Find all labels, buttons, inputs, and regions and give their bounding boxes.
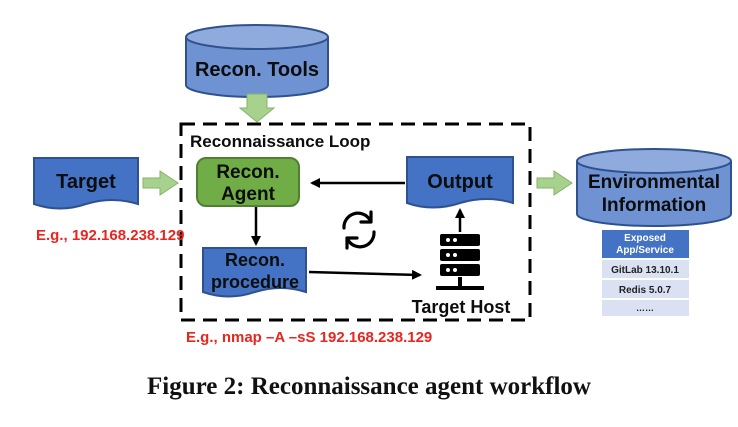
target-label: Target — [56, 171, 116, 193]
loop-title: Reconnaissance Loop — [190, 132, 370, 151]
server-icon — [436, 234, 484, 290]
procedure-to-host-arrow — [308, 269, 422, 280]
recon-procedure-node: Recon. procedure — [202, 247, 307, 298]
table-cell: Redis 5.0.7 — [619, 285, 672, 296]
recon-tools-database: Recon. Tools — [185, 24, 329, 98]
exposed-services-table: Exposed App/Service GitLab 13.10.1 Redis… — [602, 230, 689, 316]
environmental-label-line2: Information — [602, 195, 707, 216]
output-to-environment-arrow — [536, 170, 573, 196]
workflow-diagram: Recon. Tools Reconnaissance Loop Target … — [33, 24, 732, 346]
table-header-line1: Exposed — [624, 233, 666, 244]
figure-caption: Figure 2: Reconnaissance agent workflow — [147, 373, 591, 400]
reconnaissance-loop-boundary — [179, 122, 532, 322]
target-node: Target — [33, 157, 139, 210]
environmental-information-database: Environmental Information — [576, 148, 732, 227]
table-row — [602, 280, 689, 298]
recon-tools-label: Recon. Tools — [195, 59, 319, 81]
target-to-loop-arrow — [142, 170, 179, 196]
recon-agent-node: Recon. Agent — [196, 157, 300, 207]
recon-procedure-label-line1: Recon. — [225, 250, 285, 270]
target-example: E.g., 192.168.238.129 — [36, 227, 184, 244]
output-node: Output — [406, 156, 514, 209]
table-cell: GitLab 13.10.1 — [611, 265, 679, 276]
tools-to-loop-arrow — [238, 93, 276, 123]
table-header-line2: App/Service — [616, 245, 674, 256]
table-row — [602, 260, 689, 278]
target-host-label: Target Host — [412, 297, 511, 317]
refresh-cycle-icon — [342, 210, 376, 250]
recon-agent-label-line1: Recon. — [216, 162, 279, 183]
recon-agent-label-line2: Agent — [221, 184, 276, 205]
table-row — [602, 300, 689, 316]
environmental-label-line1: Environmental — [588, 172, 720, 193]
output-label: Output — [427, 171, 493, 193]
recon-procedure-label-line2: procedure — [211, 272, 299, 292]
table-cell: …… — [636, 303, 654, 313]
nmap-example: E.g., nmap –A –sS 192.168.238.129 — [186, 329, 432, 346]
